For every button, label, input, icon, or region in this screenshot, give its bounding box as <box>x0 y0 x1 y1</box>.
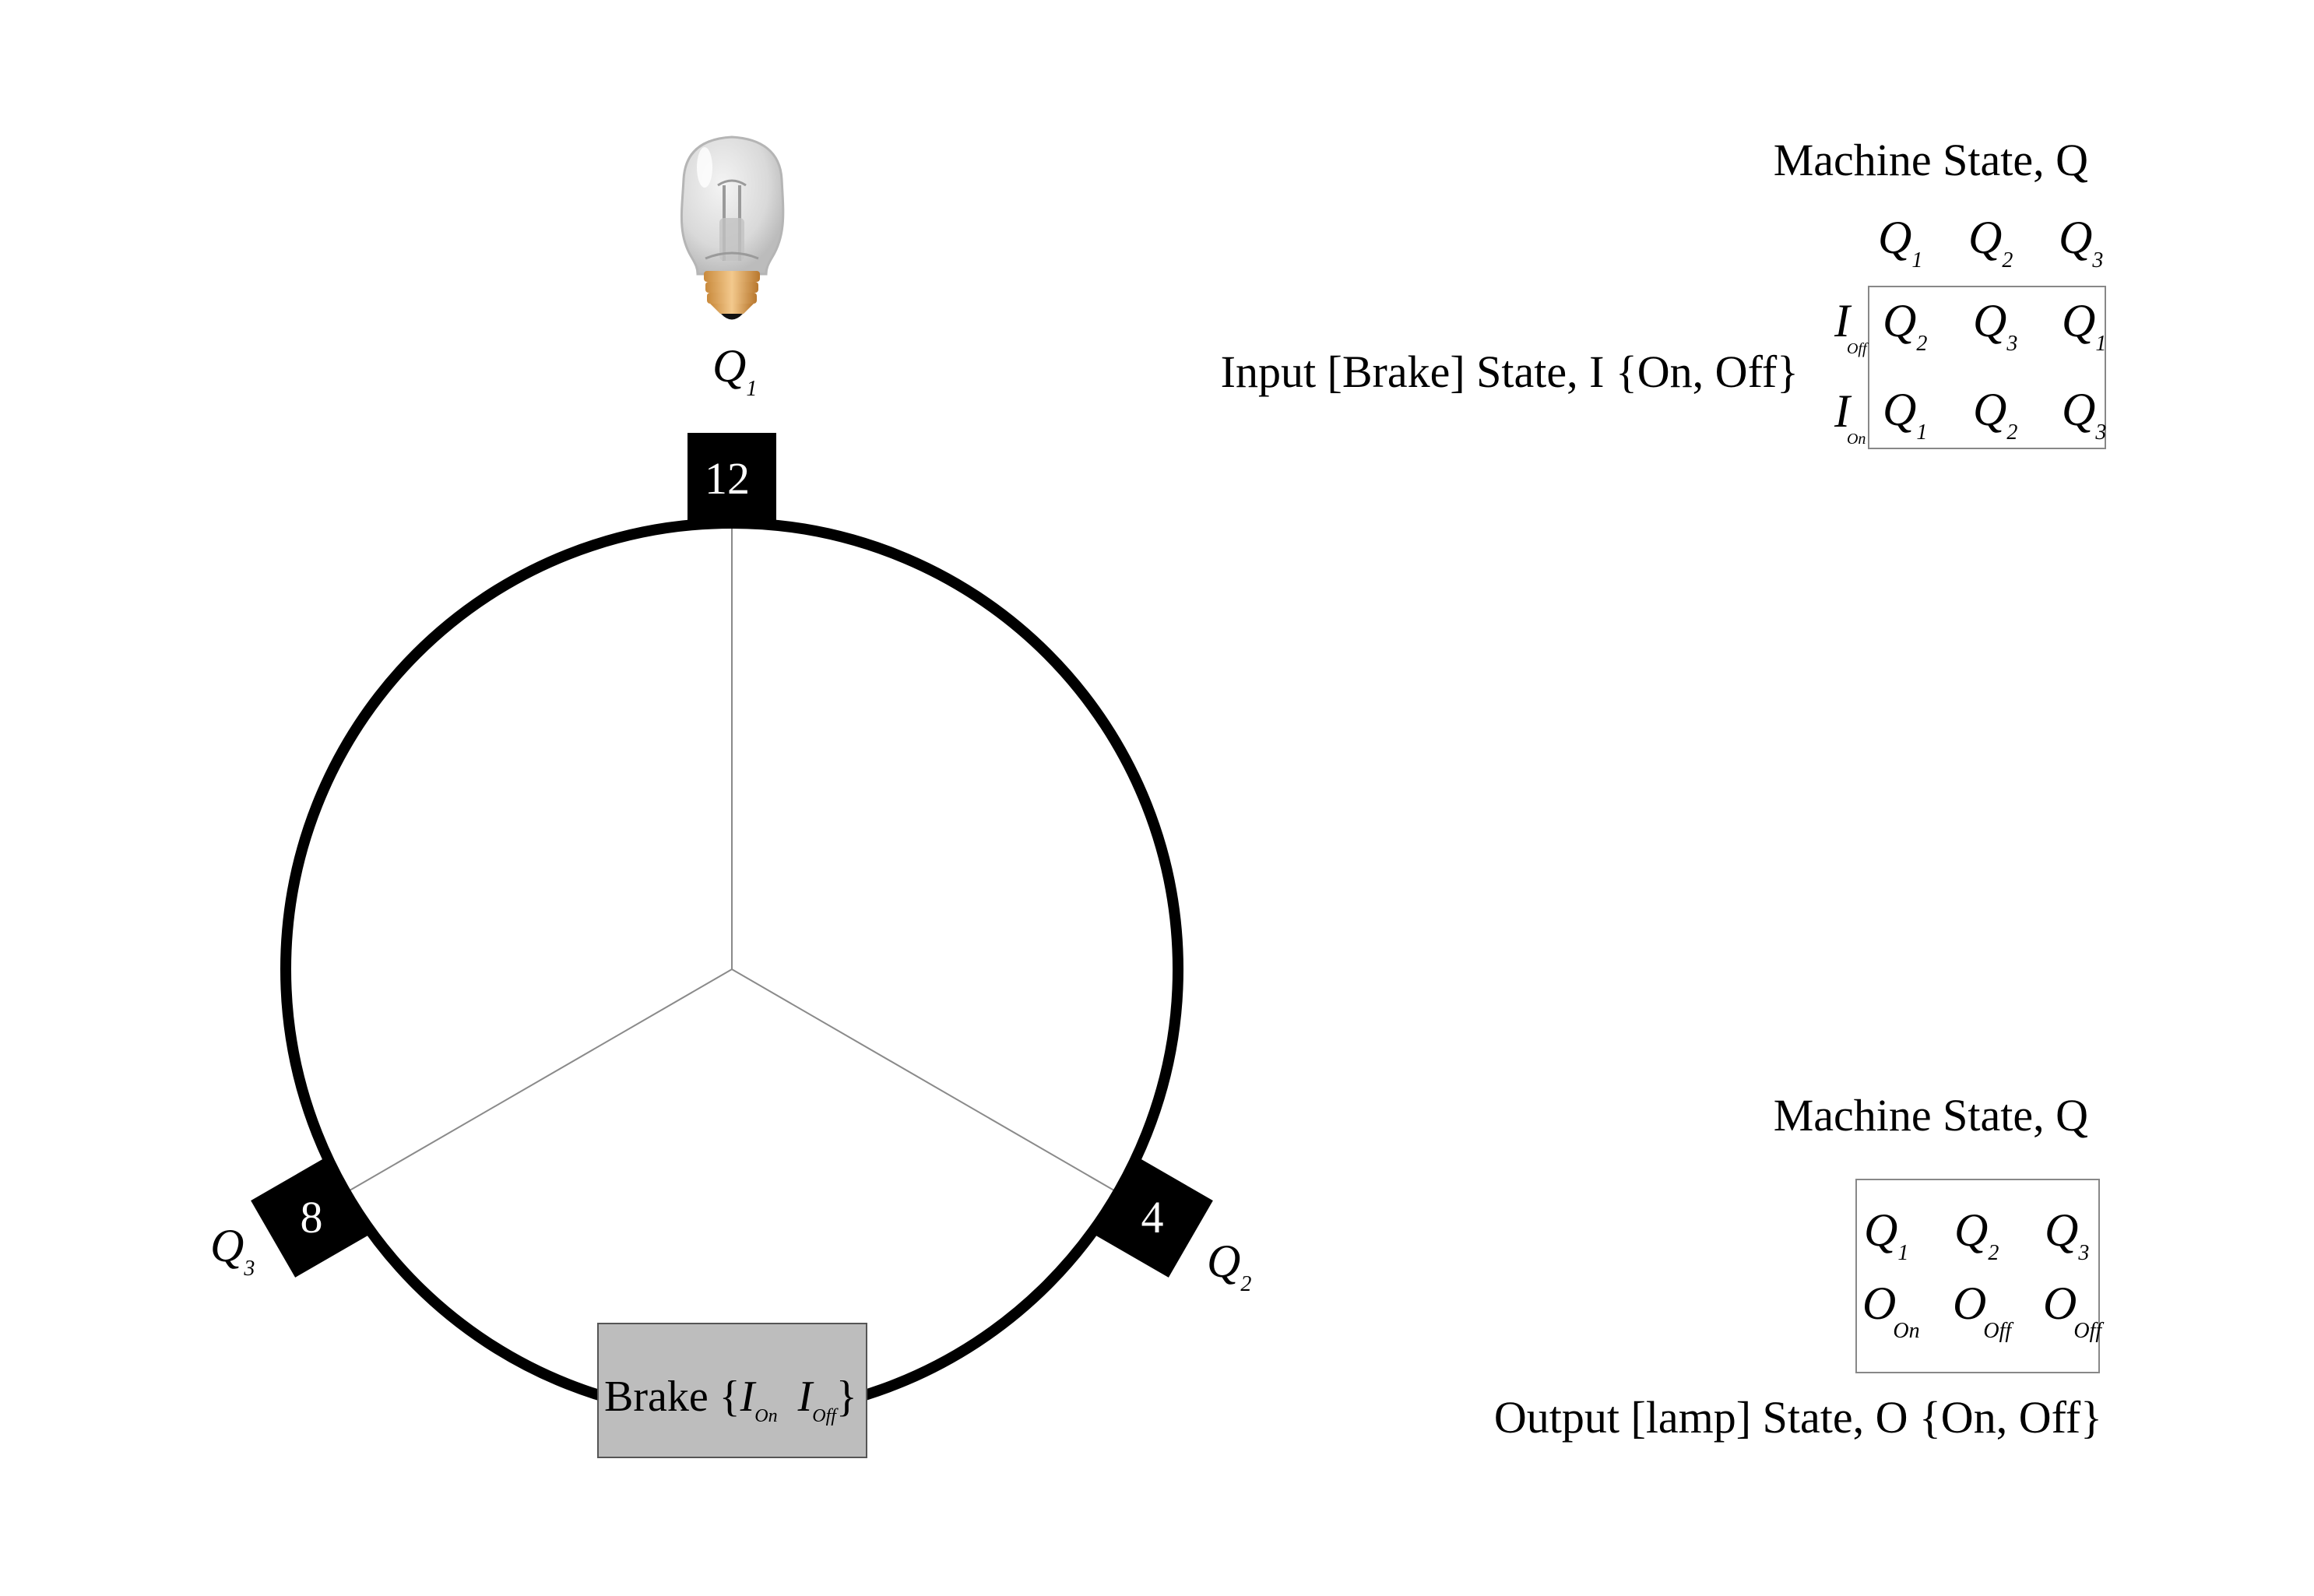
output-table-title: Machine State, Q <box>1774 1090 2088 1141</box>
cell-on-q2: Q2 <box>1973 384 2017 445</box>
cell-on-q1: Q1 <box>1883 384 1927 445</box>
spoke-4 <box>731 968 1119 1193</box>
transition-table-title: Machine State, Q <box>1774 135 2088 185</box>
column-header-q2: Q2 <box>1968 212 2013 272</box>
state-label-q3: Q3 <box>210 1220 255 1281</box>
output-table-box <box>1855 1179 2100 1373</box>
marker-12: 12 <box>688 433 776 522</box>
brake-box[interactable]: Brake {IOn IOff} <box>597 1323 867 1458</box>
state-label-q2: Q2 <box>1207 1236 1251 1296</box>
svg-text:Brake {IOn IOff}: Brake {IOn IOff} <box>604 1373 857 1426</box>
marker-4: 4 <box>1092 1156 1213 1278</box>
output-state-q3: Q3 <box>2045 1204 2089 1265</box>
svg-text:8: 8 <box>301 1192 323 1243</box>
output-state-q2: Q2 <box>1954 1204 1999 1265</box>
transition-table: Machine State, Q Input [Brake] State, I … <box>1221 135 2106 449</box>
cell-off-q2: Q3 <box>1973 295 2017 356</box>
output-state-q1: Q1 <box>1864 1204 1908 1265</box>
cell-off-q3: Q1 <box>2062 295 2106 356</box>
marker-8: 8 <box>251 1156 372 1278</box>
svg-text:12: 12 <box>705 453 750 504</box>
cell-off-q1: Q2 <box>1883 295 1927 356</box>
brake-label: Brake { <box>604 1373 740 1421</box>
light-bulb-icon <box>680 135 785 320</box>
state-label-q1: Q1 <box>712 340 757 401</box>
input-state-heading: Input [Brake] State, I {On, Off} <box>1221 346 1799 397</box>
column-header-q3: Q3 <box>2059 212 2103 272</box>
output-state-footer: Output [lamp] State, O {On, Off} <box>1494 1392 2102 1443</box>
column-header-q1: Q1 <box>1878 212 1922 272</box>
transition-table-box <box>1868 286 2106 449</box>
svg-text:4: 4 <box>1141 1192 1164 1243</box>
cell-on-q3: Q3 <box>2062 384 2106 445</box>
spoke-8 <box>345 968 733 1193</box>
wheel-spokes <box>345 523 1119 1193</box>
